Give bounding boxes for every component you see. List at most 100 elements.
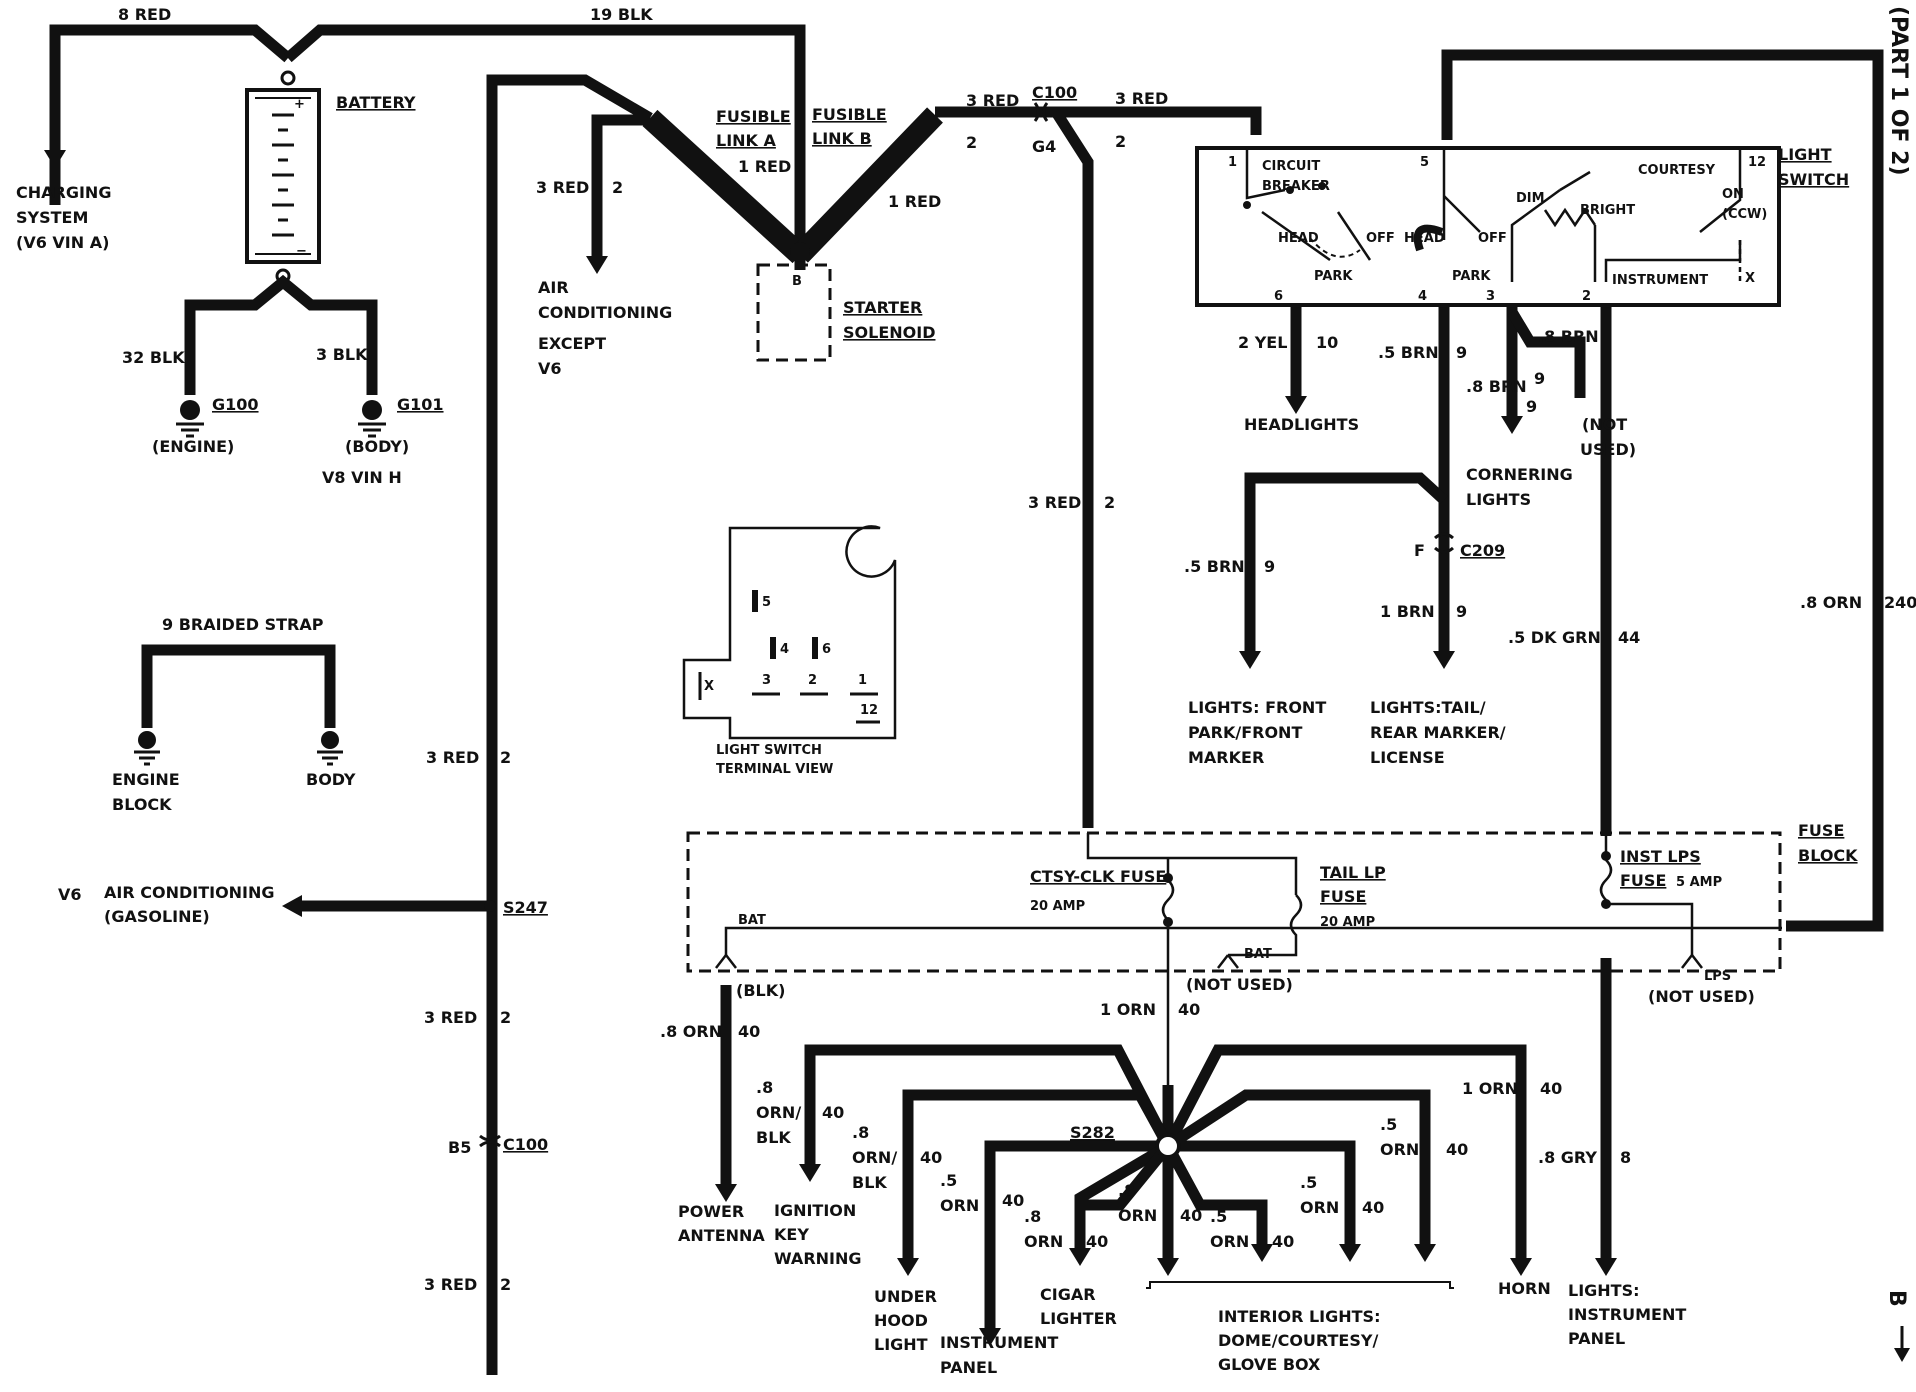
g100-label: G100 xyxy=(212,395,259,414)
wire-int1-a: .8 xyxy=(1118,1181,1135,1200)
g100-location: (ENGINE) xyxy=(152,437,234,456)
ls-dim: DIM xyxy=(1516,191,1545,206)
tv-pin2: 2 xyxy=(808,673,817,688)
tv-pin5: 5 xyxy=(762,595,771,610)
lights-ip-1: LIGHTS: xyxy=(1568,1281,1640,1300)
not-used-mid: (NOT USED) xyxy=(1186,975,1293,994)
ls-label-1: LIGHT xyxy=(1778,145,1832,164)
starter-label-2: SOLENOID xyxy=(843,323,935,342)
wire-gry-circuit: 8 xyxy=(1620,1148,1631,1167)
inst-fuse-1: INST LPS xyxy=(1620,847,1701,866)
wire-int2-circuit: 40 xyxy=(1272,1232,1294,1251)
wire-uh-circuit: 40 xyxy=(920,1148,942,1167)
ac-except-label-2: CONDITIONING xyxy=(538,303,672,322)
bat2-label: BAT xyxy=(1244,947,1272,962)
fusible-link-section: B STARTER SOLENOID FUSIBLE LINK A FUSIBL… xyxy=(486,74,1040,1375)
wire-int4-b: ORN xyxy=(1380,1140,1419,1159)
wire-ac-except-circuit: 2 xyxy=(612,178,623,197)
ls-pin12: 12 xyxy=(1748,155,1766,170)
wire-int1-circuit: 40 xyxy=(1180,1206,1202,1225)
wire-8red: 8 RED xyxy=(118,5,171,24)
wire-trunk-c-circuit: 2 xyxy=(500,1275,511,1294)
wire-ip-b: ORN xyxy=(940,1196,979,1215)
wire-cig-circuit: 40 xyxy=(1086,1232,1108,1251)
wire-c100-right: 3 RED xyxy=(1115,89,1168,108)
underhood-3: LIGHT xyxy=(874,1335,928,1354)
wire-int3-b: ORN xyxy=(1300,1198,1339,1217)
battery-symbol xyxy=(245,88,321,264)
ls-cb-2: BREAKER xyxy=(1262,179,1330,194)
wire-uh-a: .8 xyxy=(852,1123,869,1142)
ctsy-amp: 20 AMP xyxy=(1030,899,1085,914)
wire-rear-circuit: 9 xyxy=(1456,602,1467,621)
c209-label: C209 xyxy=(1460,541,1505,560)
wire-hl: 2 YEL xyxy=(1238,333,1287,352)
tv-label-2: TERMINAL VIEW xyxy=(716,762,833,777)
wire-inst-circuit: 44 xyxy=(1618,628,1640,647)
wire-trunk-b-circuit: 2 xyxy=(500,1008,511,1027)
headlights-label: HEADLIGHTS xyxy=(1244,415,1359,434)
interior-1: INTERIOR LIGHTS: xyxy=(1218,1307,1380,1326)
ls-pin3: 3 xyxy=(1486,289,1495,304)
orn-distribution: S282 .8 ORN 40 1 ORN 40 .8 ORN/ BLK 40 .… xyxy=(660,1000,1686,1377)
ls-off1: OFF xyxy=(1366,231,1395,246)
terminal-view: 5 4 6 3 2 1 12 X LIGHT SWITCH TERMINAL V… xyxy=(682,525,897,777)
ls-bright: BRIGHT xyxy=(1580,203,1635,218)
wire-ctsy-feed-circuit: 2 xyxy=(1104,493,1115,512)
charging-label-1: CHARGING xyxy=(16,183,111,202)
g101-location: (BODY) xyxy=(345,437,409,456)
trunk-section: 3 RED 2 V6 AIR CONDITIONING (GASOLINE) S… xyxy=(58,748,548,1294)
wire-ign-c: BLK xyxy=(756,1128,791,1147)
lights-ip-3: PANEL xyxy=(1568,1329,1625,1348)
wire-gry: .8 GRY xyxy=(1538,1148,1597,1167)
wire-uh-b: ORN/ xyxy=(852,1148,897,1167)
tail-amp: 20 AMP xyxy=(1320,915,1375,930)
ac-except-label-3: EXCEPT xyxy=(538,334,606,353)
wire-trunk-b: 3 RED xyxy=(424,1008,477,1027)
wire-int2-a: .5 xyxy=(1210,1207,1227,1226)
wire-ip-a: .5 xyxy=(940,1171,957,1190)
wire-int3-circuit: 40 xyxy=(1362,1198,1384,1217)
fusible-link-a xyxy=(642,109,808,264)
wire-int2-b: ORN xyxy=(1210,1232,1249,1251)
engine-block-ground-symbol xyxy=(134,731,160,766)
ls-pin6: 6 xyxy=(1274,289,1283,304)
c100-label: C100 xyxy=(1032,83,1077,102)
ls-pin5: 5 xyxy=(1420,155,1429,170)
tail-fuse-2: FUSE xyxy=(1320,887,1366,906)
wire-int4-a: .5 xyxy=(1380,1115,1397,1134)
rear-lights-1: LIGHTS:TAIL/ xyxy=(1370,698,1486,717)
light-switch: LIGHT SWITCH CIRCUIT BREAKER HEAD OFF PA… xyxy=(1195,49,1916,932)
ls-head1: HEAD xyxy=(1278,231,1319,246)
ls-label-2: SWITCH xyxy=(1778,170,1849,189)
underhood-2: HOOD xyxy=(874,1311,928,1330)
lps-label: LPS xyxy=(1704,969,1731,984)
instrument-panel-2: PANEL xyxy=(940,1358,997,1377)
starter-terminal: B xyxy=(792,274,802,289)
wire-corner-circuit1: 9 xyxy=(1534,369,1545,388)
wire-link-a: 1 RED xyxy=(738,157,791,176)
wire-link-b: 1 RED xyxy=(888,192,941,211)
power-antenna-1: POWER xyxy=(678,1202,744,1221)
not-used-top-2: USED) xyxy=(1580,440,1636,459)
ls-park1: PARK xyxy=(1314,269,1353,284)
wire-front-circuit: 9 xyxy=(1264,557,1275,576)
ac-except-label-1: AIR xyxy=(538,278,569,297)
wire-c100-left: 3 RED xyxy=(966,91,1019,110)
wire-orn-loop: .8 ORN xyxy=(1800,593,1862,612)
fuse-block-label-1: FUSE xyxy=(1798,821,1844,840)
wire-ac-except: 3 RED xyxy=(536,178,589,197)
body-ground-symbol xyxy=(317,731,343,766)
ls-courtesy: COURTESY xyxy=(1638,163,1716,178)
fusible-b-label-1: FUSIBLE xyxy=(812,105,887,124)
ctsy-fuse-label: CTSY-CLK FUSE xyxy=(1030,867,1166,886)
wire-uh-c: BLK xyxy=(852,1173,887,1192)
cigar-1: CIGAR xyxy=(1040,1285,1096,1304)
svg-text:−: − xyxy=(296,244,307,259)
park-marker-section: F C209 .5 BRN 9 1 BRN 9 LIGHTS: FRONT PA… xyxy=(1184,472,1640,767)
ignition-1: IGNITION xyxy=(774,1201,856,1220)
continuation-label: B xyxy=(1884,1290,1909,1307)
ls-pin2: 2 xyxy=(1582,289,1591,304)
v6-label: V6 xyxy=(58,885,82,904)
